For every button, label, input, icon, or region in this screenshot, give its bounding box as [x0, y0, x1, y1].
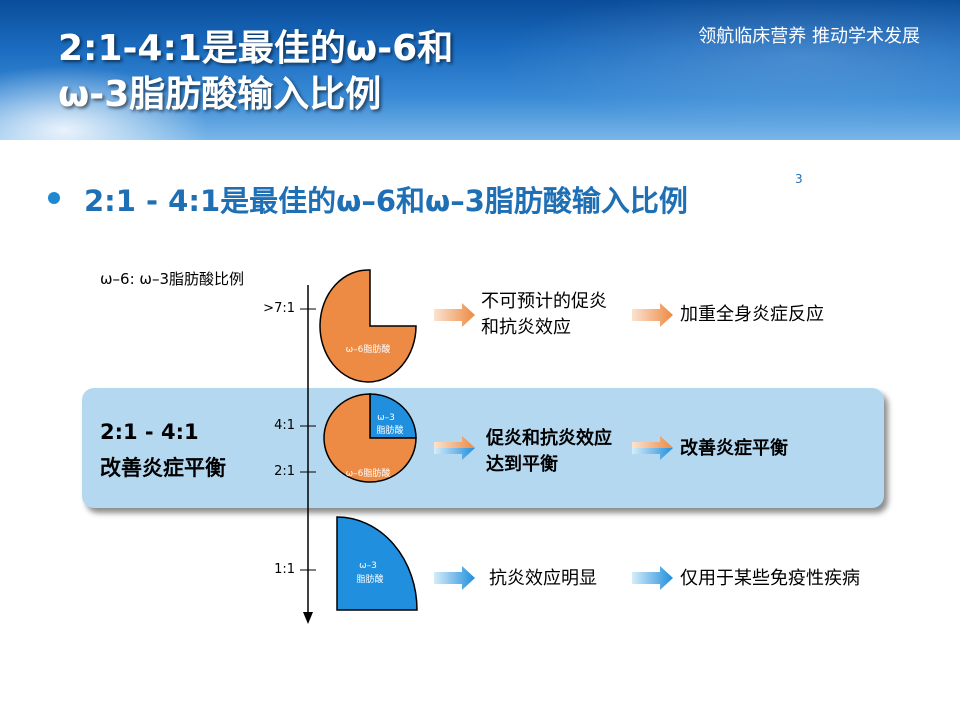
pie1-omega6-label: ω–6脂肪酸 — [346, 343, 391, 355]
header-slogan: 领航临床营养 推动学术发展 — [698, 26, 920, 47]
citation-superscript: 3 — [795, 172, 803, 186]
axis-arrow-icon — [303, 612, 313, 624]
row1-result: 加重全身炎症反应 — [680, 304, 824, 325]
arrow-icon-row3-a — [434, 566, 475, 590]
tick-label-4to1: 4:1 — [274, 418, 295, 433]
pie2-omega6-label: ω–6脂肪酸 — [346, 467, 391, 479]
optimal-range-band — [82, 388, 884, 508]
bullet-heading: 2:1 - 4:1是最佳的ω–6和ω–3脂肪酸输入比例 — [84, 184, 688, 218]
title-line-2: ω-3脂肪酸输入比例 — [58, 74, 382, 115]
pie3-omega3-label-2: 脂肪酸 — [356, 573, 383, 585]
row1-effect-line2: 和抗炎效应 — [481, 317, 571, 338]
band-effect-label: 改善炎症平衡 — [100, 456, 226, 480]
pie-omega6-dominant — [319, 269, 417, 383]
pie3-omega3-quadrant — [336, 516, 418, 611]
tick-label-1to1: 1:1 — [274, 562, 295, 577]
title-line-1: 2:1-4:1是最佳的ω-6和 — [58, 28, 454, 69]
arrow-icon-row3-b — [632, 566, 673, 590]
arrow-icon-row1-a — [434, 303, 475, 327]
tick-label-2to1: 2:1 — [274, 464, 295, 479]
pie2-omega6-slice — [323, 393, 417, 483]
pie2-omega3-slice — [369, 393, 417, 439]
header-world-map — [440, 0, 960, 140]
band-range-label: 2:1 - 4:1 — [100, 420, 199, 444]
row1-effect-line1: 不可预计的促炎 — [481, 291, 607, 312]
tick-label-gt7: >7:1 — [263, 301, 295, 316]
row3-result: 仅用于某些免疫性疾病 — [680, 568, 860, 589]
row2-effect-line1: 促炎和抗炎效应 — [486, 428, 612, 449]
arrow-icon-row2-a-orange — [434, 436, 475, 448]
bullet-dot-icon — [48, 192, 60, 204]
row2-effect-line2: 达到平衡 — [486, 454, 558, 475]
pie3-omega3-label-1: ω–3 — [359, 561, 377, 571]
arrow-icon-row1-b — [632, 303, 673, 327]
header-banner — [0, 0, 960, 140]
arrow-icon-row2-b-orange — [632, 436, 673, 448]
header-water-glow — [0, 60, 220, 140]
pie2-omega3-label-1: ω–3 — [377, 413, 395, 423]
row3-effect: 抗炎效应明显 — [489, 568, 597, 589]
pie2-omega3-label-2: 脂肪酸 — [376, 424, 403, 436]
row2-result: 改善炎症平衡 — [680, 438, 788, 459]
page-title: 2:1-4:1是最佳的ω-6和 ω-3脂肪酸输入比例 — [58, 26, 453, 118]
axis-title: ω–6: ω–3脂肪酸比例 — [100, 270, 245, 288]
